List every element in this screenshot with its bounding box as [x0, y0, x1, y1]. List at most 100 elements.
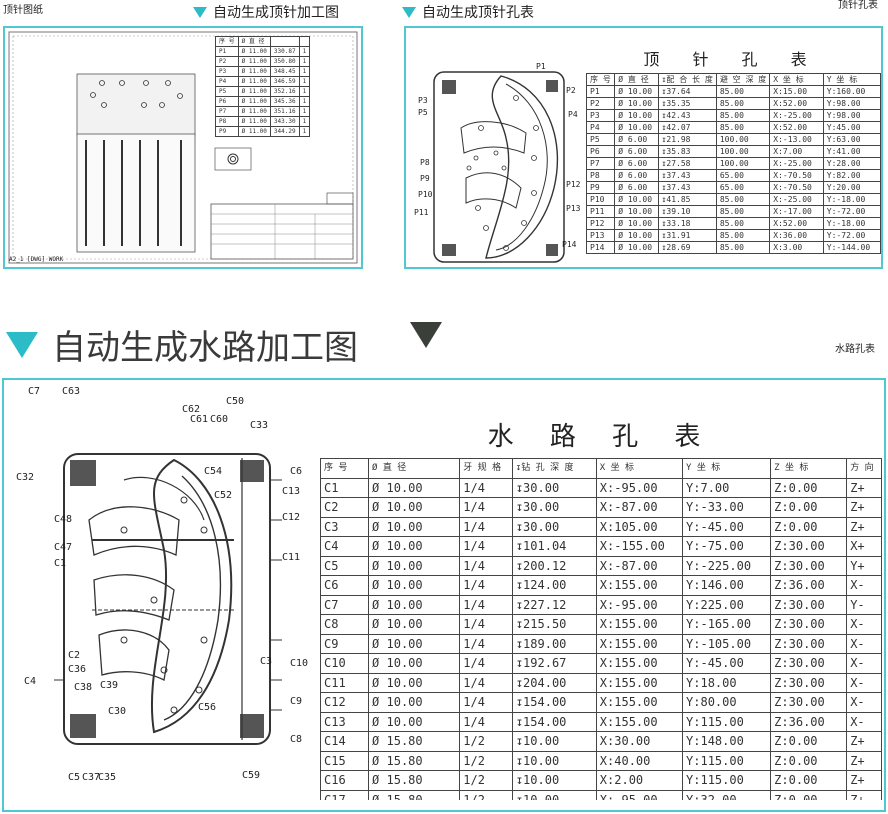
table-cell: X:-25.00: [769, 193, 824, 206]
table-cell: 85.00: [715, 121, 771, 134]
table-cell: Ø 10.00: [368, 536, 461, 557]
pin-callout-label: P11: [414, 208, 429, 217]
water-callout-label: C61: [190, 414, 209, 425]
table-cell: P14: [585, 241, 616, 254]
table-cell: ↧21.98: [657, 133, 717, 146]
table-cell: Ø 15.80: [368, 750, 461, 771]
table-cell: ↧27.58: [657, 157, 717, 170]
table-cell: Ø 10.00: [368, 711, 461, 732]
table-cell: X:-155.00: [595, 536, 684, 557]
table-cell: 345.36: [269, 96, 300, 107]
table-cell: Z:0.00: [770, 477, 848, 498]
header-cell: Ø 直 径: [614, 73, 659, 86]
water-callout-label: C48: [54, 514, 73, 525]
water-callout-label: C52: [214, 490, 233, 501]
table-cell: ↧10.00: [511, 789, 597, 800]
table-cell: Y:41.00: [822, 145, 882, 158]
table-cell: P12: [585, 217, 616, 230]
table-cell: 85.00: [715, 229, 771, 242]
table-cell: C11: [320, 672, 370, 693]
header-cell: 牙 规 格: [459, 458, 513, 479]
water-callout-label: C4: [24, 676, 37, 687]
section-heading-pin-drawing: 自动生成顶针加工图: [193, 2, 339, 22]
table-cell: X:155.00: [595, 711, 684, 732]
table-cell: X-: [846, 633, 882, 654]
pin-callout-label: P8: [420, 158, 430, 167]
table-cell: Ø 10.00: [614, 85, 659, 98]
table-cell: ↧215.50: [511, 614, 597, 635]
table-cell: Z:30.00: [770, 614, 848, 635]
water-callout-label: C1: [54, 558, 67, 569]
table-cell: 1: [298, 46, 311, 57]
table-cell: Z+: [846, 750, 882, 771]
table-cell: Ø 6.00: [614, 157, 659, 170]
table-cell: X:52.00: [769, 97, 824, 110]
table-cell: 1/4: [459, 555, 513, 576]
table-cell: ↧154.00: [511, 711, 597, 732]
water-callout-label: C11: [282, 552, 301, 563]
header-cell: Ø 直 径: [368, 458, 461, 479]
water-callout-label: C37: [82, 772, 101, 783]
table-cell: 100.00: [715, 145, 771, 158]
table-cell: 85.00: [715, 193, 771, 206]
drawing-sheet-label: 顶针图纸: [3, 5, 43, 16]
table-cell: Y:-165.00: [682, 614, 772, 635]
table-cell: Z:0.00: [770, 731, 848, 752]
table-cell: X:-95.00: [595, 594, 684, 615]
table-cell: 351.16: [269, 106, 300, 117]
pin-callout-label: P14: [562, 240, 577, 249]
table-cell: Y:-72.00: [822, 229, 882, 242]
table-cell: Ø 10.00: [368, 614, 461, 635]
table-cell: 85.00: [715, 241, 771, 254]
table-cell: Ø 10.00: [368, 633, 461, 654]
table-cell: P5: [215, 86, 239, 97]
table-cell: P7: [585, 157, 616, 170]
table-cell: Z:30.00: [770, 555, 848, 576]
table-cell: Ø 6.00: [614, 145, 659, 158]
triangle-down-icon: [193, 6, 207, 18]
table-cell: P1: [215, 46, 239, 57]
table-cell: Z+: [846, 477, 882, 498]
table-cell: X:105.00: [595, 516, 684, 537]
table-cell: Y:148.00: [682, 731, 772, 752]
table-cell: P2: [585, 97, 616, 110]
table-cell: X:2.00: [595, 770, 684, 791]
table-cell: Z+: [846, 497, 882, 518]
table-cell: X:155.00: [595, 672, 684, 693]
table-cell: Ø 6.00: [614, 133, 659, 146]
table-cell: 1/4: [459, 477, 513, 498]
water-callout-label: C2: [68, 650, 81, 661]
table-cell: ↧41.85: [657, 193, 717, 206]
table-cell: X-: [846, 692, 882, 713]
table-cell: 1: [298, 76, 311, 87]
heading-text: 自动生成顶针孔表: [422, 5, 534, 21]
water-callout-label: C12: [282, 512, 301, 523]
table-cell: Y:18.00: [682, 672, 772, 693]
water-callout-label: C60: [210, 414, 229, 425]
pin-callout-label: P4: [568, 110, 578, 119]
heading-text: 自动生成水路加工图: [52, 328, 358, 368]
table-cell: Z:36.00: [770, 711, 848, 732]
header-cell: Y 坐 标: [822, 73, 882, 86]
water-callout-label: C30: [108, 706, 127, 717]
table-cell: Y:32.00: [682, 789, 772, 800]
table-cell: Y:-144.00: [822, 241, 882, 254]
header-cell: 方 向: [846, 458, 882, 479]
table-cell: Y:-45.00: [682, 516, 772, 537]
table-cell: C1: [320, 477, 370, 498]
table-cell: ↧37.43: [657, 181, 717, 194]
table-cell: X:155.00: [595, 692, 684, 713]
